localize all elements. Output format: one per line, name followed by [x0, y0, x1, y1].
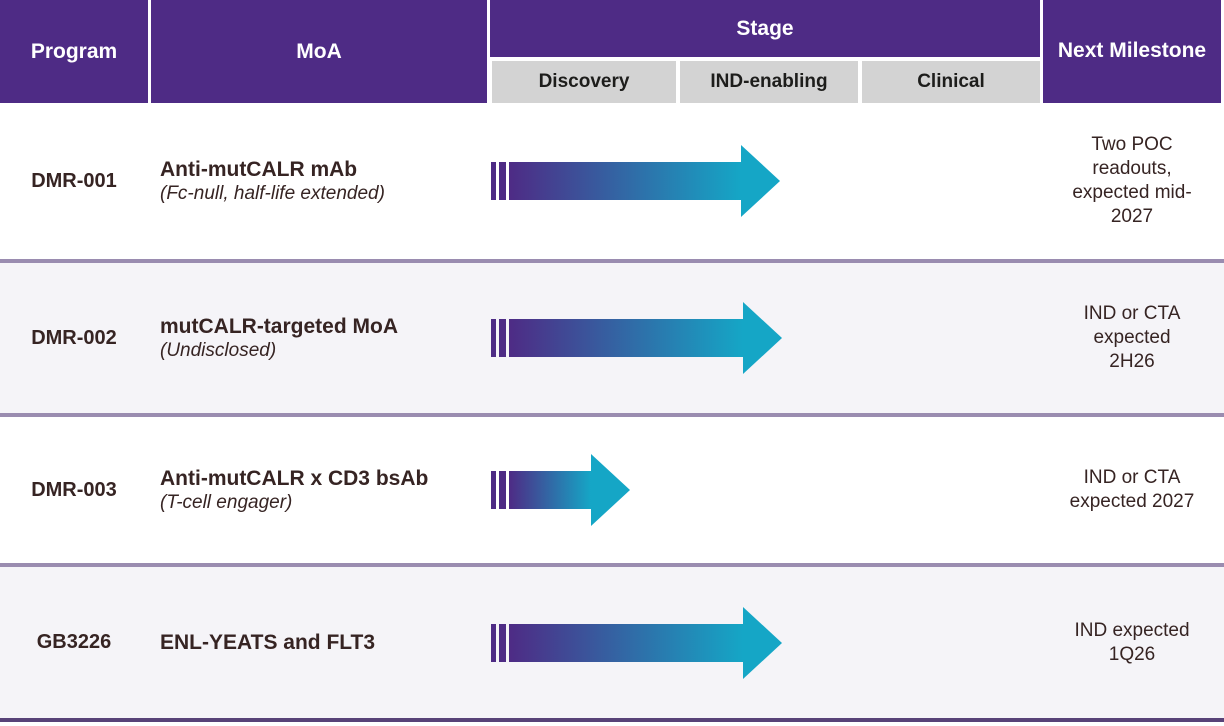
moa-cell: Anti-mutCALR mAb (Fc-null, half-life ext… — [160, 103, 486, 259]
arrow-head-icon — [741, 145, 780, 217]
milestone-line: Two POC — [1091, 134, 1173, 156]
program-code: GB3226 — [36, 631, 112, 653]
arrow-tick — [499, 319, 506, 357]
arrow-head-icon — [743, 302, 782, 374]
arrow-head-icon — [591, 454, 630, 526]
subheader-ind-enabling: IND-enabling — [680, 61, 858, 103]
subheader-ind-enabling-label: IND-enabling — [710, 71, 828, 92]
table-row: DMR-002 mutCALR-targeted MoA (Undisclose… — [0, 263, 1224, 413]
milestone-line: 2027 — [1110, 205, 1154, 227]
subheader-clinical: Clinical — [862, 61, 1040, 103]
subheader-clinical-label: Clinical — [917, 71, 985, 92]
stage-progress-arrow — [491, 454, 630, 526]
milestone-line: IND expected — [1074, 619, 1190, 641]
moa-subtitle: (Undisclosed) — [160, 339, 277, 361]
program-code: DMR-002 — [31, 326, 117, 349]
moa-title: Anti-mutCALR x CD3 bsAb — [160, 466, 429, 490]
bottom-border — [0, 718, 1224, 722]
header-next-milestone-label: Next Milestone — [1057, 39, 1207, 63]
subheader-discovery: Discovery — [492, 61, 676, 103]
moa-title: Anti-mutCALR mAb — [160, 157, 358, 181]
milestone-line: expected — [1093, 327, 1171, 349]
table-row: DMR-003 Anti-mutCALR x CD3 bsAb (T-cell … — [0, 417, 1224, 563]
moa-cell: ENL-YEATS and FLT3 — [160, 567, 486, 718]
milestone-line: IND or CTA — [1083, 303, 1181, 325]
header-cell-next-milestone: Next Milestone — [1043, 0, 1221, 103]
header-cell-stage: Stage — [490, 0, 1040, 57]
header-program-label: Program — [30, 39, 118, 63]
program-code: DMR-003 — [31, 478, 117, 501]
moa-cell: mutCALR-targeted MoA (Undisclosed) — [160, 263, 486, 413]
row-divider — [0, 413, 1224, 417]
stage-progress-arrow — [491, 606, 782, 679]
arrow-tick — [499, 471, 506, 509]
next-milestone-cell: IND expected 1Q26 — [1043, 567, 1221, 718]
arrow-tick — [491, 623, 496, 662]
milestone-line: IND or CTA — [1083, 467, 1181, 489]
arrow-body — [509, 162, 741, 200]
row-divider — [0, 259, 1224, 263]
arrow-tick — [491, 319, 496, 357]
arrow-body — [509, 471, 591, 509]
moa-subtitle: (Fc-null, half-life extended) — [160, 182, 385, 204]
table-row: GB3226 ENL-YEATS and FLT3 IND expected 1… — [0, 567, 1224, 718]
moa-cell: Anti-mutCALR x CD3 bsAb (T-cell engager) — [160, 417, 486, 563]
stage-progress-arrow — [491, 145, 780, 217]
arrow-tick — [491, 471, 496, 509]
subheader-discovery-label: Discovery — [538, 71, 630, 92]
program-code: DMR-001 — [31, 169, 117, 192]
milestone-line: expected mid- — [1072, 182, 1192, 203]
arrow-body — [509, 623, 743, 662]
table-row: DMR-001 Anti-mutCALR mAb (Fc-null, half-… — [0, 103, 1224, 259]
arrow-tick — [491, 162, 496, 200]
header-stage-label: Stage — [736, 16, 794, 40]
header-cell-moa: MoA — [151, 0, 487, 103]
milestone-line: 1Q26 — [1108, 643, 1156, 665]
moa-subtitle: (T-cell engager) — [160, 491, 293, 513]
arrow-tick — [499, 162, 506, 200]
moa-title: mutCALR-targeted MoA — [160, 314, 398, 338]
next-milestone-cell: IND or CTA expected 2027 — [1043, 417, 1221, 563]
milestone-line: readouts, — [1092, 158, 1172, 180]
arrow-body — [509, 319, 743, 357]
stage-progress-arrow — [491, 302, 782, 374]
next-milestone-cell: Two POC readouts, expected mid- 2027 — [1043, 103, 1221, 259]
milestone-line: expected 2027 — [1069, 491, 1195, 512]
arrow-tick — [499, 623, 506, 662]
header-moa-label: MoA — [296, 39, 342, 63]
arrow-head-icon — [743, 606, 782, 679]
header-cell-program: Program — [0, 0, 148, 103]
milestone-line: 2H26 — [1109, 350, 1155, 372]
moa-title: ENL-YEATS and FLT3 — [160, 630, 376, 654]
row-divider — [0, 563, 1224, 567]
next-milestone-cell: IND or CTA expected 2H26 — [1043, 263, 1221, 413]
